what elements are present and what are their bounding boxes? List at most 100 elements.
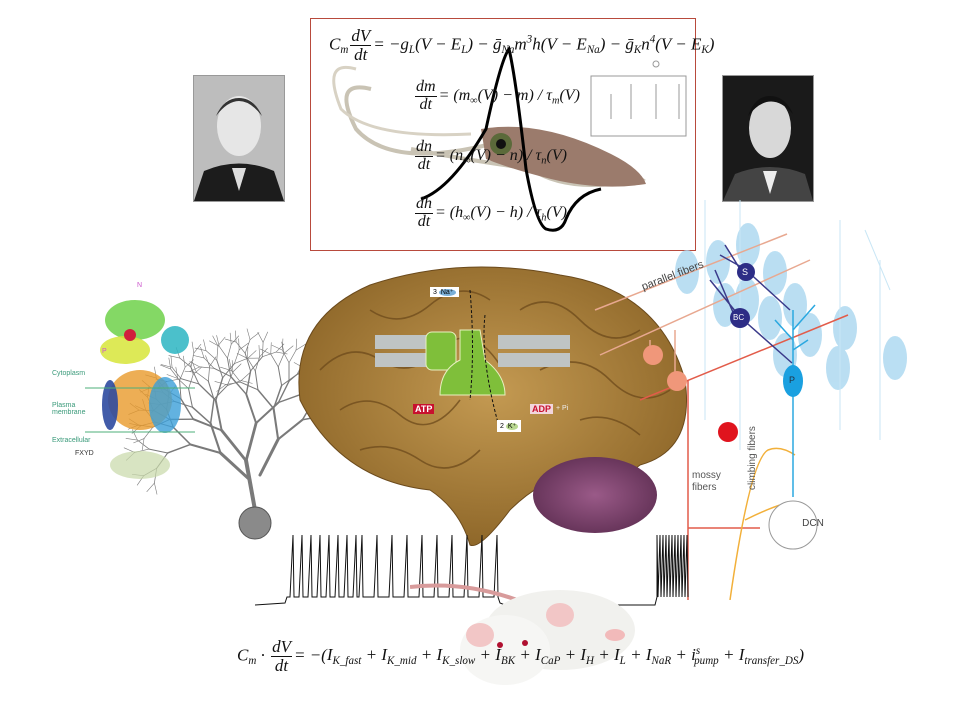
sodium-pump-protein-structure [85, 300, 195, 479]
dendrite-branch [189, 361, 200, 368]
dendrite-branch [228, 358, 232, 371]
dendrite-branch [179, 380, 182, 400]
dendrite-branch [194, 347, 207, 351]
dendrite-branch [216, 345, 219, 361]
label-p: P [102, 348, 107, 355]
dendrite-branch [159, 364, 172, 370]
dendrite-branch [212, 335, 219, 347]
dendrite-branch [240, 381, 259, 391]
dendrite-branch [154, 482, 158, 495]
dendrite-branch [216, 335, 220, 347]
dendrite-branch [259, 348, 268, 358]
label-basket-cell: BC [733, 313, 745, 322]
dendrite-branch [220, 428, 248, 463]
dendrite-branch [277, 393, 302, 404]
dendrite-branch [246, 328, 251, 340]
dendrite-branch [148, 448, 169, 454]
dendrite-branch [205, 355, 210, 367]
dendrite-branch [257, 389, 275, 410]
dendrite-branch [166, 443, 192, 454]
dendrite-branch [216, 384, 227, 392]
dendrite-branch [247, 350, 257, 359]
dendrite-branch [288, 349, 297, 364]
dendrite-branch [258, 437, 280, 477]
dendrite-branch [254, 370, 259, 391]
current-term: Itransfer_DS [738, 645, 799, 668]
label-plasma-membrane: Plasma membrane [52, 402, 86, 416]
sodium-ion-label: 3 Na⁺ [430, 287, 459, 297]
dendrite-branch [189, 363, 194, 375]
dendrite-branch [225, 381, 241, 385]
dendrite-branch [244, 421, 258, 463]
cerebellar-circuit-diagram [594, 200, 907, 600]
dendrite-branch [196, 372, 209, 382]
dendrite-branch [218, 346, 228, 359]
dendrite-branch [132, 429, 138, 441]
dendrite-branch [281, 373, 298, 387]
dendrite-branch [207, 366, 210, 382]
dendrite-branch [257, 332, 264, 343]
dendrite-branch [231, 370, 241, 383]
adp-label: ADP [530, 404, 554, 414]
dendrite-branch [189, 366, 200, 372]
dendrite-branch [244, 352, 252, 372]
dendrite-branch [262, 331, 269, 343]
dendrite-branch [143, 426, 154, 439]
dendrite-branch [224, 338, 237, 343]
white-rat-image [410, 583, 635, 685]
dendrite-branch [226, 371, 234, 387]
dendrite-branch [200, 346, 205, 359]
current-term: IBK + [495, 645, 536, 668]
dendrite-branch [281, 349, 290, 364]
phosphate-label: + Pi [556, 405, 569, 412]
dendrite-branch [180, 398, 195, 420]
dendrite-branch [244, 458, 257, 512]
current-term: IL + [614, 645, 646, 668]
dendrite-branch [217, 336, 226, 347]
label-climbing-fibers: climbing fibers [747, 426, 758, 490]
dendrite-branch [240, 372, 251, 381]
label-dcn: DCN [802, 518, 824, 529]
current-term: ICaP + [535, 645, 581, 668]
dendrite-branch [272, 407, 280, 441]
dendrite-branch [250, 356, 263, 372]
dendrite-branch [160, 364, 173, 368]
current-term: IK_mid + [381, 645, 437, 668]
dendrite-branch [189, 443, 222, 455]
dendrite-branch [219, 451, 252, 482]
dendrite-branch [215, 377, 224, 402]
current-term: IK_fast + [326, 645, 382, 668]
dendrite-branch [213, 367, 232, 377]
dendrite-branch [235, 341, 246, 354]
dendrite-branch [216, 359, 224, 379]
dendrite-branch [258, 345, 260, 358]
dendrite-branch [245, 393, 258, 425]
dendrite-branch [277, 418, 304, 441]
dendrite-branch [272, 384, 283, 410]
dendrite-branch [230, 335, 239, 345]
dendrite-branch [238, 342, 249, 351]
dendrite-branch [191, 341, 195, 354]
portrait-hodgkin [193, 75, 285, 202]
circuit-diagram [590, 60, 687, 137]
portrait-hodgkin-image [194, 76, 284, 201]
action-potential-trace [420, 45, 602, 232]
dendrite-branch [170, 355, 173, 368]
dendrite-branch [244, 339, 251, 354]
dendrite-branch [179, 357, 192, 368]
dendrite-branch [166, 374, 179, 379]
current-term: IK_slow + [436, 645, 496, 668]
dendrite-branch [177, 378, 189, 389]
dendrite-branch [188, 374, 194, 389]
dendrite-branch [275, 351, 288, 355]
dendrite-branch [192, 366, 203, 375]
dendrite-branch [209, 340, 220, 347]
dendrite-branch [175, 366, 179, 379]
dendrite-branch [236, 353, 248, 359]
potassium-ion-label: 2 K⁺ [497, 420, 522, 432]
dendrite-branch [146, 482, 155, 493]
